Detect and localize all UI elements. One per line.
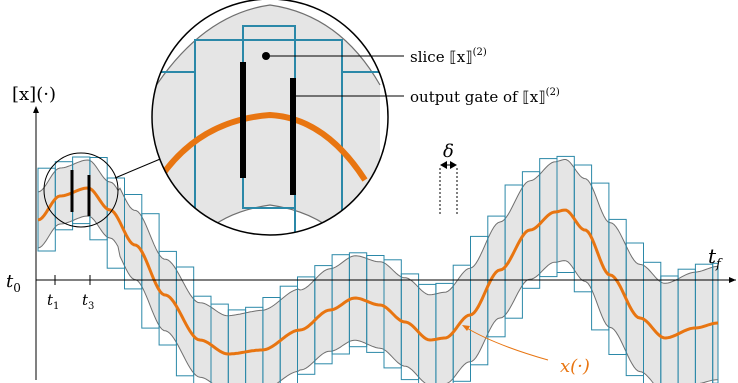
zoom-tube-lower [179,204,361,235]
zoom-tube-region [152,5,380,235]
tf-label: tf [708,244,723,272]
x-curve-label: x(·) [560,356,590,377]
output-gate-label: output gate of ⟦x⟧(2) [410,87,560,106]
x-curve-callout [464,326,549,361]
tube-layer [37,155,719,383]
t3-label: t3 [82,291,94,312]
zoom-trajectory [157,111,368,182]
zoom-source-circle [43,152,119,228]
slice-label: slice ⟦x⟧(2) [410,47,487,66]
t-axis-arrowhead [729,277,736,283]
zoom-content [152,4,381,235]
tube-lower-bound [37,215,718,383]
zoom-tube-upper [152,4,381,96]
delta-label: δ [443,141,454,162]
y-axis-label: [x](·) [12,84,56,105]
t1-label: t1 [47,291,59,312]
tube-region [38,159,718,383]
zoom-connector [114,156,166,179]
trajectory-x [37,186,719,356]
y-axis-arrowhead [33,106,39,113]
zoom-circle-outline [151,0,389,236]
x-curve-callout-arrowhead [462,325,470,331]
tube-upper-bound [37,159,719,317]
t0-label: t0 [6,271,21,295]
